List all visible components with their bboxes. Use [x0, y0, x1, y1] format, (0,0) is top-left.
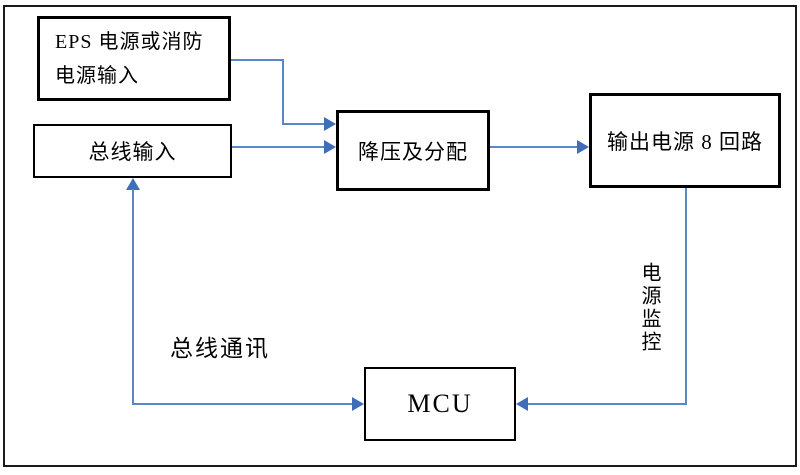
arrowhead-into-stepdown-top-icon — [324, 117, 336, 131]
node-stepdown-label: 降压及分配 — [358, 139, 468, 164]
edge-output-to-mcu-seg1 — [685, 188, 687, 405]
edge-label-bus-communication: 总线通讯 — [170, 336, 270, 361]
edge-stepdown-to-output — [490, 146, 578, 148]
arrowhead-into-output-icon — [577, 140, 589, 154]
node-mcu: MCU — [364, 367, 516, 441]
edge-eps-to-stepdown-seg3 — [282, 123, 325, 125]
node-eps-power-input: EPS 电源或消防 电源输入 — [37, 16, 231, 101]
node-stepdown-distribution: 降压及分配 — [336, 110, 490, 191]
edge-mcu-to-businput-seg1 — [132, 189, 134, 405]
edge-businput-to-stepdown — [232, 146, 325, 148]
node-eps-label-line2: 电源输入 — [55, 64, 139, 87]
node-bus-input: 总线输入 — [33, 124, 232, 178]
diagram-outer-frame — [3, 5, 797, 467]
arrowhead-into-mcu-right-icon — [516, 397, 528, 411]
node-bus-input-label: 总线输入 — [88, 140, 177, 164]
node-output-label: 输出电源 8 回路 — [607, 129, 763, 154]
node-mcu-label: MCU — [407, 389, 473, 418]
node-output-8-circuits: 输出电源 8 回路 — [589, 93, 781, 188]
edge-output-to-mcu-seg2 — [527, 403, 687, 405]
edge-eps-to-stepdown-seg2 — [282, 59, 284, 125]
arrowhead-into-mcu-left-icon — [352, 397, 364, 411]
node-eps-label-line1: EPS 电源或消防 — [55, 30, 204, 53]
arrowhead-into-businput-icon — [126, 178, 140, 190]
edge-mcu-to-businput-seg2 — [132, 403, 353, 405]
edge-eps-to-stepdown-seg1 — [231, 59, 284, 61]
edge-label-power-monitoring: 电源监控 — [638, 262, 660, 354]
arrowhead-into-stepdown-icon — [324, 140, 336, 154]
